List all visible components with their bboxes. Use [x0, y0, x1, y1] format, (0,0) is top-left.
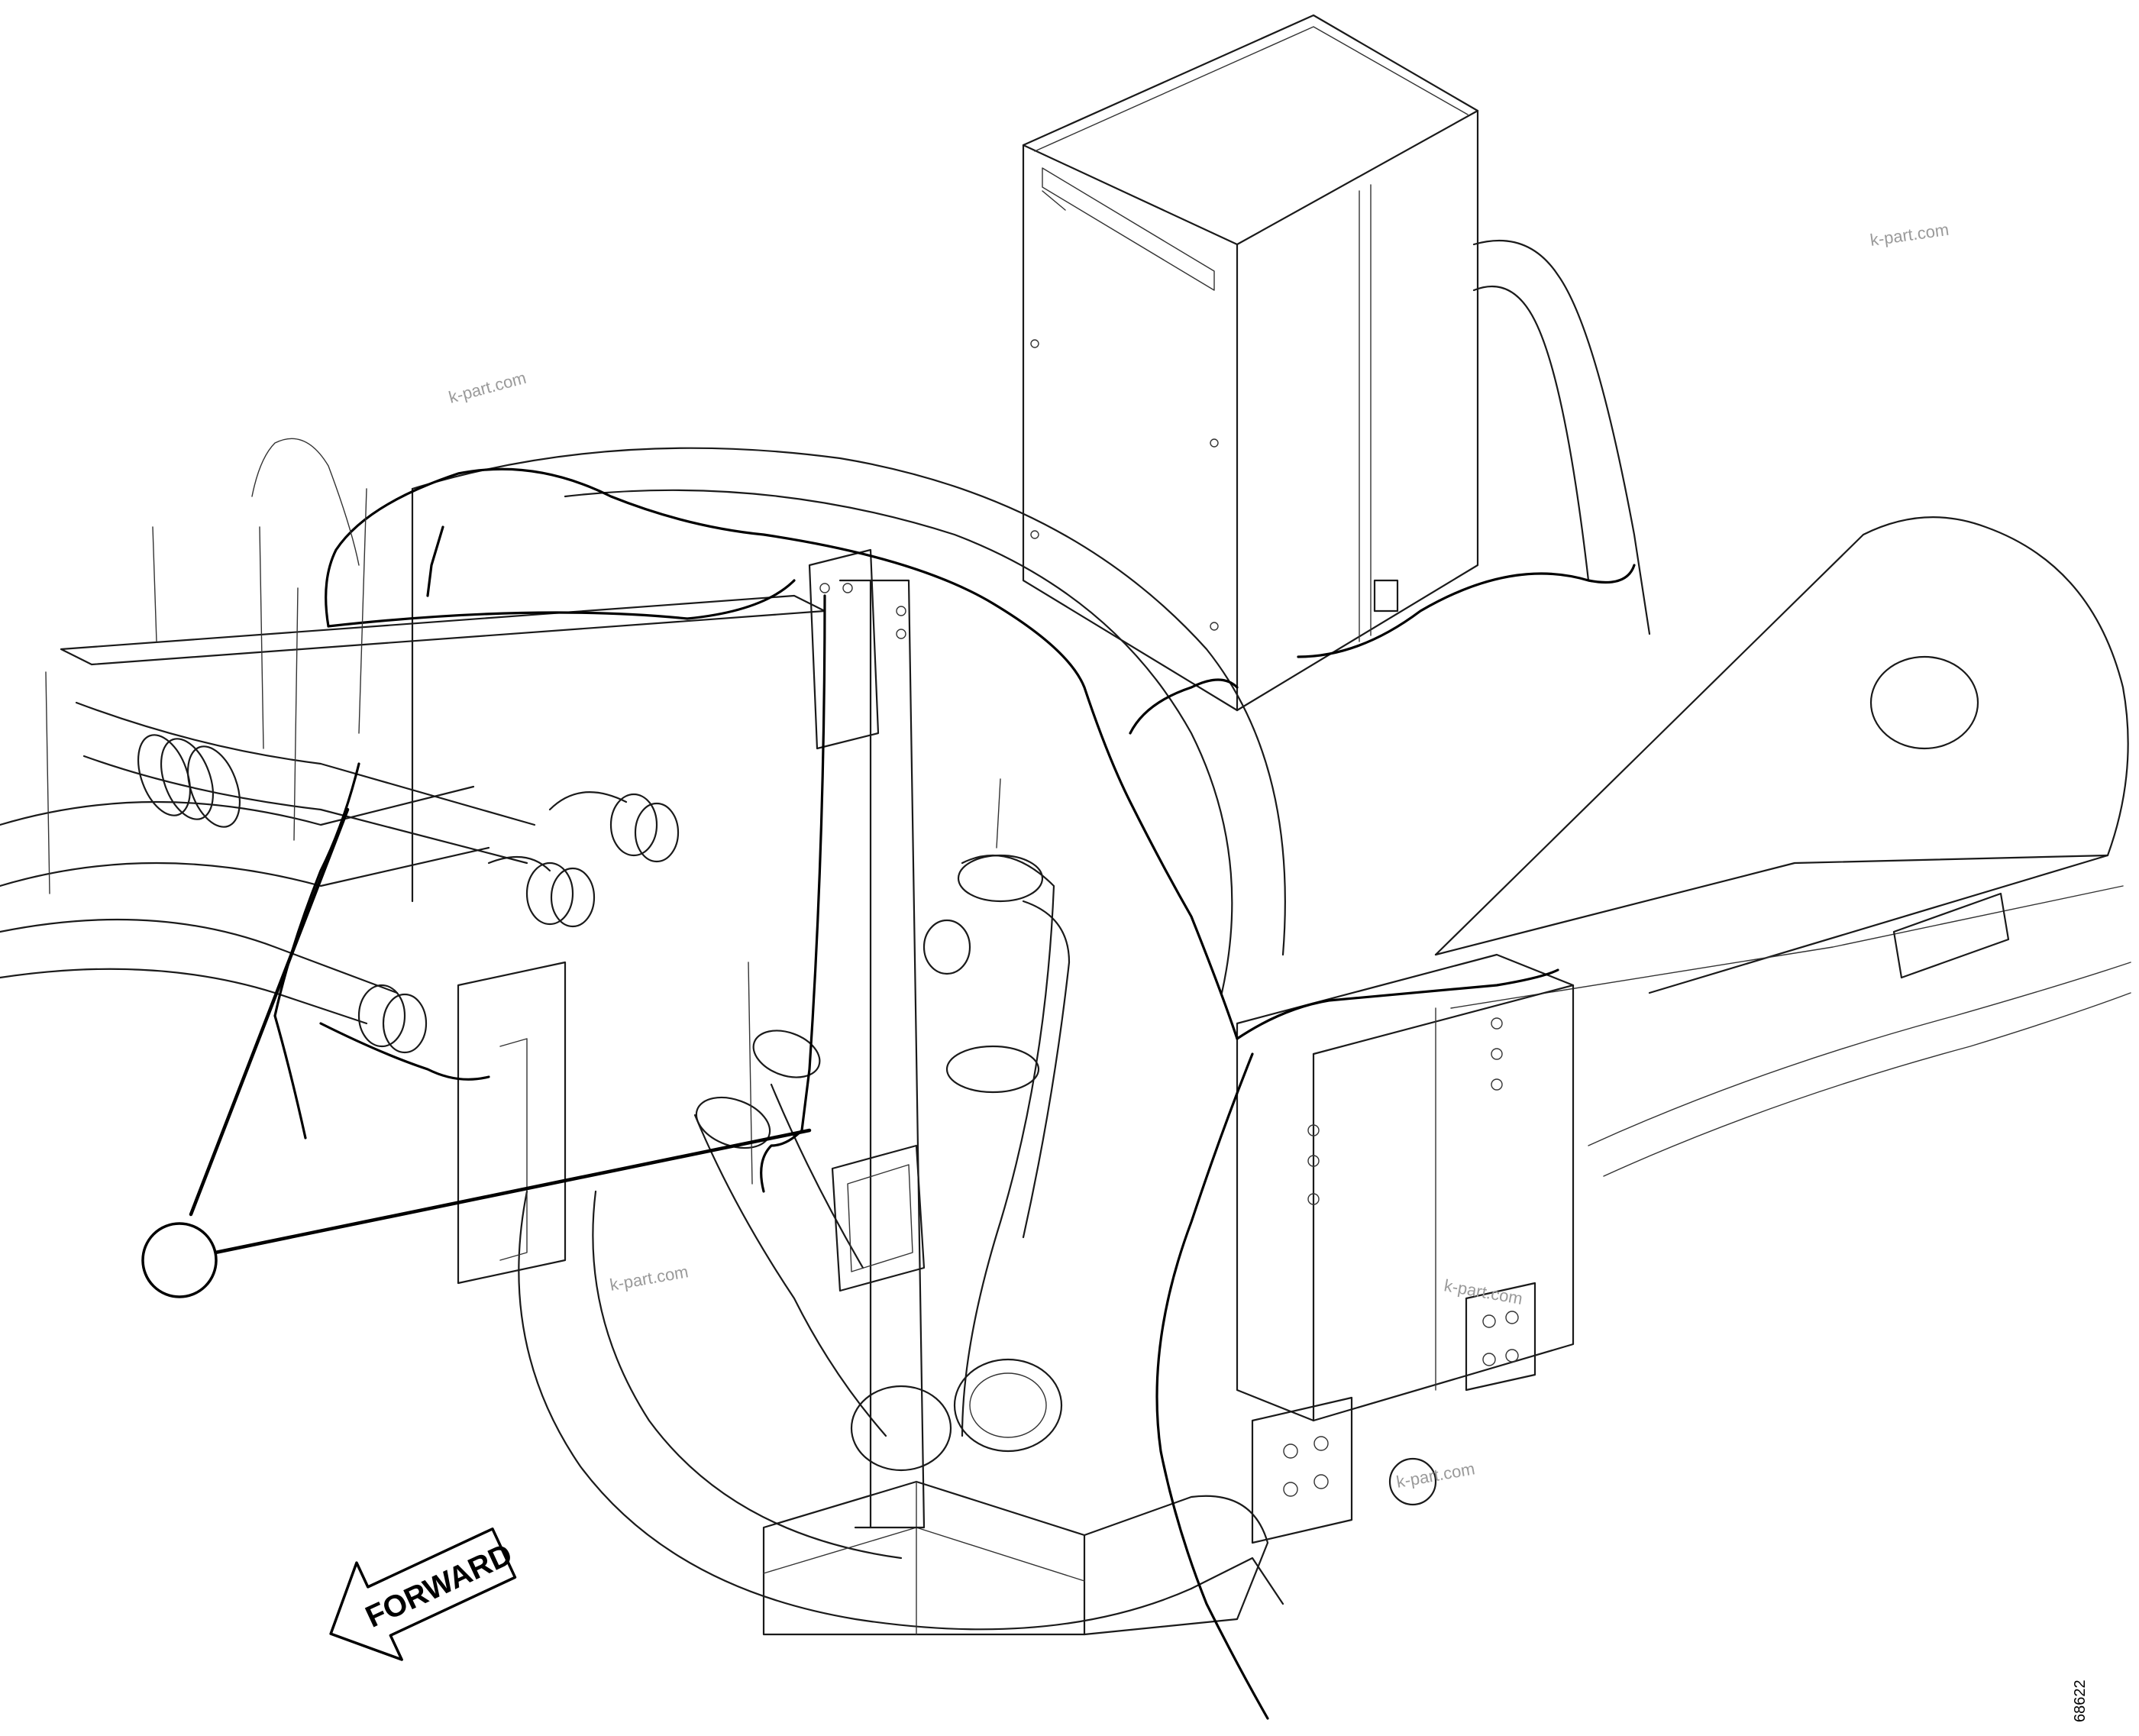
- watermark: k-part.com: [447, 368, 528, 407]
- vertical-plate: [808, 548, 880, 750]
- callout-balloon: [141, 1222, 218, 1298]
- air-ducts-left: [0, 701, 680, 1054]
- wiring-harness: [45, 438, 1636, 1720]
- inspection-cover: [831, 1144, 926, 1292]
- watermark: k-part.com: [1443, 1275, 1524, 1308]
- main-frame: [411, 447, 1286, 1636]
- watermark: k-part.com: [1869, 220, 1950, 250]
- callout-leader-upper: [189, 807, 350, 1217]
- cabinet-latch: [1373, 579, 1399, 613]
- side-housing: [1190, 953, 1575, 1605]
- electrical-cabinet: [1022, 14, 1479, 712]
- boom-arm: [1434, 516, 2131, 1177]
- boom-label-plate: [1892, 892, 2010, 979]
- callout: [141, 807, 812, 1298]
- counterweight-block: [762, 1480, 1086, 1636]
- hose-coupling: [357, 984, 406, 1048]
- watermark: k-part.com: [609, 1262, 690, 1295]
- drawing-number: 68622: [2072, 1679, 2089, 1722]
- forward-arrow: FORWARD: [329, 1527, 517, 1661]
- callout-leader-lower: [213, 1128, 812, 1255]
- boom-pivot-hole: [1869, 655, 1979, 750]
- lift-arm: [1472, 239, 1651, 635]
- air-ducts-center: [693, 854, 1071, 1472]
- top-rail: [60, 548, 926, 1529]
